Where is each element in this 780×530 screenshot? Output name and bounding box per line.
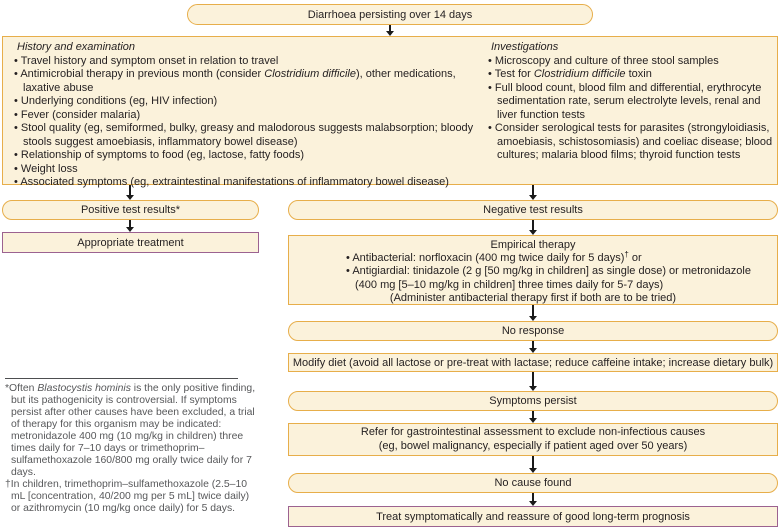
arrow-stem — [532, 341, 534, 350]
arrow-stem — [129, 185, 131, 197]
history-item: Weight loss — [14, 163, 476, 177]
footnotes: *Often Blastocystis hominis is the only … — [5, 383, 259, 515]
arrow-head — [529, 348, 537, 353]
history-list: Travel history and symptom onset in rela… — [14, 55, 476, 190]
node-appropriate-treatment: Appropriate treatment — [2, 232, 259, 253]
arrow-head — [529, 195, 537, 200]
flow-arrow-down-icon — [126, 220, 135, 232]
node-no-cause-found: No cause found — [288, 473, 778, 493]
arrow-stem — [532, 185, 534, 197]
investigations-section: Investigations Microscopy and culture of… — [488, 41, 776, 163]
footnote-divider — [5, 378, 238, 379]
flow-arrow-down-icon — [529, 372, 538, 391]
empirical-item-antigiardial: Antigiardial: tinidazole (2 g [50 mg/kg … — [346, 265, 764, 291]
history-item: Fever (consider malaria) — [14, 109, 476, 123]
arrow-stem — [532, 411, 534, 420]
arrow-head — [529, 230, 537, 235]
empirical-title: Empirical therapy — [490, 239, 576, 251]
node-positive-test-results: Positive test results* — [2, 200, 259, 220]
node-symptoms-persist: Symptoms persist — [288, 391, 778, 411]
flow-arrow-down-icon — [529, 305, 538, 321]
node-empirical-therapy: Empirical therapy Antibacterial: norflox… — [288, 235, 778, 305]
arrow-head — [529, 468, 537, 473]
dagger-ref: † — [624, 250, 629, 260]
arrow-head — [529, 386, 537, 391]
flow-arrow-down-icon — [126, 185, 135, 200]
node-negative-test-results: Negative test results — [288, 200, 778, 220]
history-item: Stool quality (eg, semiformed, bulky, gr… — [14, 122, 476, 149]
node-treat-symptomatically: Treat symptomatically and reassure of go… — [288, 506, 778, 527]
refer-line1: Refer for gastrointestinal assessment to… — [360, 426, 706, 438]
node-modify-diet: Modify diet (avoid all lactose or pre-tr… — [288, 353, 778, 372]
empirical-list: Antibacterial: norfloxacin (400 mg twice… — [346, 250, 764, 292]
footnote-dagger: †In children, trimethoprim–sulfamethoxaz… — [5, 479, 250, 514]
dagger-marker: † — [5, 479, 11, 490]
arrow-stem — [532, 305, 534, 318]
arrow-stem — [532, 456, 534, 470]
node-no-response: No response — [288, 321, 778, 341]
investigation-item: Consider serological tests for parasites… — [488, 122, 776, 163]
arrow-head — [529, 316, 537, 321]
node-refer-assessment: Refer for gastrointestinal assessment to… — [288, 423, 778, 456]
history-item: Associated symptoms (eg, extraintestinal… — [14, 176, 476, 190]
empirical-admin-note: (Administer antibacterial therapy first … — [389, 291, 677, 304]
empirical-item-antibacterial: Antibacterial: norfloxacin (400 mg twice… — [346, 250, 764, 265]
flow-arrow-down-icon — [529, 185, 538, 200]
investigation-item: Test for Clostridium difficile toxin — [488, 68, 776, 82]
arrow-head — [529, 501, 537, 506]
history-item: Travel history and symptom onset in rela… — [14, 55, 476, 69]
history-item: Underlying conditions (eg, HIV infection… — [14, 95, 476, 109]
arrow-stem — [532, 493, 534, 503]
arrow-head — [126, 195, 134, 200]
flow-arrow-down-icon — [529, 493, 538, 506]
flow-arrow-down-icon — [529, 456, 538, 473]
arrow-stem — [532, 372, 534, 388]
arrow-stem — [532, 220, 534, 232]
investigations-list: Microscopy and culture of three stool sa… — [488, 55, 776, 163]
history-item: Antimicrobial therapy in previous month … — [14, 68, 476, 95]
history-item: Relationship of symptoms to food (eg, la… — [14, 149, 476, 163]
investigation-item: Microscopy and culture of three stool sa… — [488, 55, 776, 69]
flow-arrow-down-icon — [386, 25, 395, 36]
flow-arrow-down-icon — [529, 341, 538, 353]
flow-arrow-down-icon — [529, 220, 538, 235]
arrow-head — [529, 418, 537, 423]
flow-arrow-down-icon — [529, 411, 538, 423]
investigation-item: Full blood count, blood film and differe… — [488, 82, 776, 123]
arrow-stem — [389, 25, 391, 33]
arrow-head — [386, 31, 394, 36]
footnote-star: *Often Blastocystis hominis is the only … — [5, 383, 256, 478]
node-start: Diarrhoea persisting over 14 days — [187, 4, 593, 25]
history-heading: History and examination — [17, 41, 136, 53]
arrow-head — [126, 227, 134, 232]
investigations-heading: Investigations — [491, 41, 559, 53]
refer-line2: (eg, bowel malignancy, especially if pat… — [378, 439, 688, 452]
start-label: Diarrhoea persisting over 14 days — [307, 8, 473, 21]
arrow-stem — [129, 220, 131, 229]
history-section: History and examination Travel history a… — [14, 41, 476, 190]
star-marker: * — [5, 383, 10, 394]
